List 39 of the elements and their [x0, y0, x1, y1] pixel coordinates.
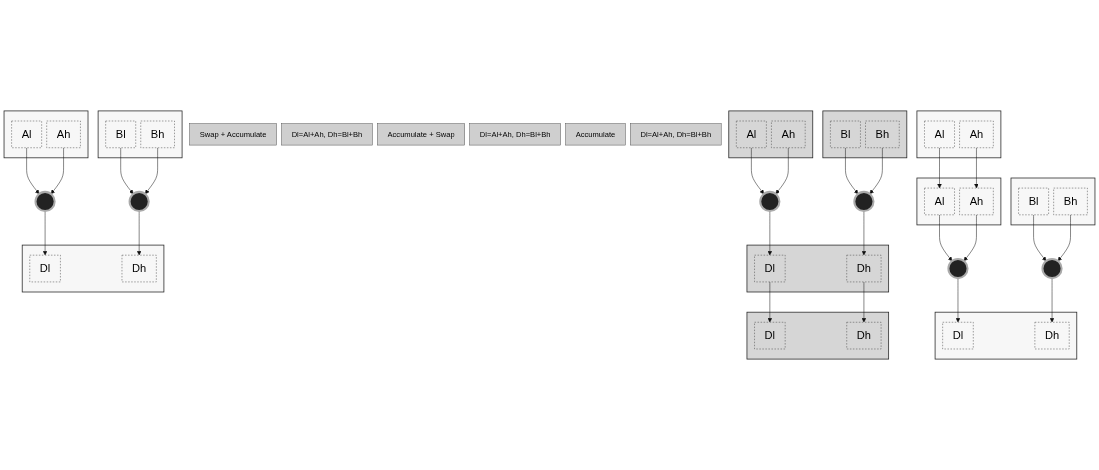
node-circle: [853, 190, 875, 213]
node-box: Ah: [959, 187, 994, 216]
node-circle: [1041, 257, 1063, 280]
cluster: [822, 110, 908, 159]
cluster: [728, 110, 814, 159]
node-box: Dl: [754, 254, 786, 283]
node-box: Dh: [846, 322, 882, 350]
node-box: Bh: [140, 120, 175, 148]
node-box: Dl: [942, 322, 974, 350]
node-circle: [128, 190, 150, 213]
cluster: [3, 110, 89, 159]
node-box: Dh: [121, 254, 157, 283]
node-box: Dh: [846, 254, 882, 283]
node-box: Ah: [959, 120, 994, 148]
node-box: Bh: [865, 120, 900, 148]
node-circle: [947, 257, 969, 280]
cluster: [97, 110, 183, 159]
node-box: Al: [924, 120, 955, 148]
node-box: Ah: [771, 120, 806, 148]
node-box: Bl: [105, 120, 136, 148]
cluster: [1010, 177, 1096, 226]
cluster: [916, 110, 1002, 159]
node-box: Bl: [1018, 187, 1049, 216]
node-circle: [34, 190, 56, 213]
cluster: [934, 311, 1078, 360]
cluster: [746, 244, 890, 293]
cluster: [916, 177, 1002, 226]
node-box: Dl: [754, 322, 786, 350]
cluster: [21, 244, 165, 293]
node-box: Bl: [830, 120, 861, 148]
node-box: Bh: [1053, 187, 1088, 216]
node-circle: [759, 190, 781, 213]
node-box: Al: [736, 120, 767, 148]
cluster: [746, 311, 890, 360]
node-box: Dl: [29, 254, 61, 283]
node-box: Ah: [46, 120, 81, 148]
node-box: Al: [11, 120, 42, 148]
node-box: Al: [924, 187, 955, 216]
node-box: Dh: [1034, 322, 1070, 350]
